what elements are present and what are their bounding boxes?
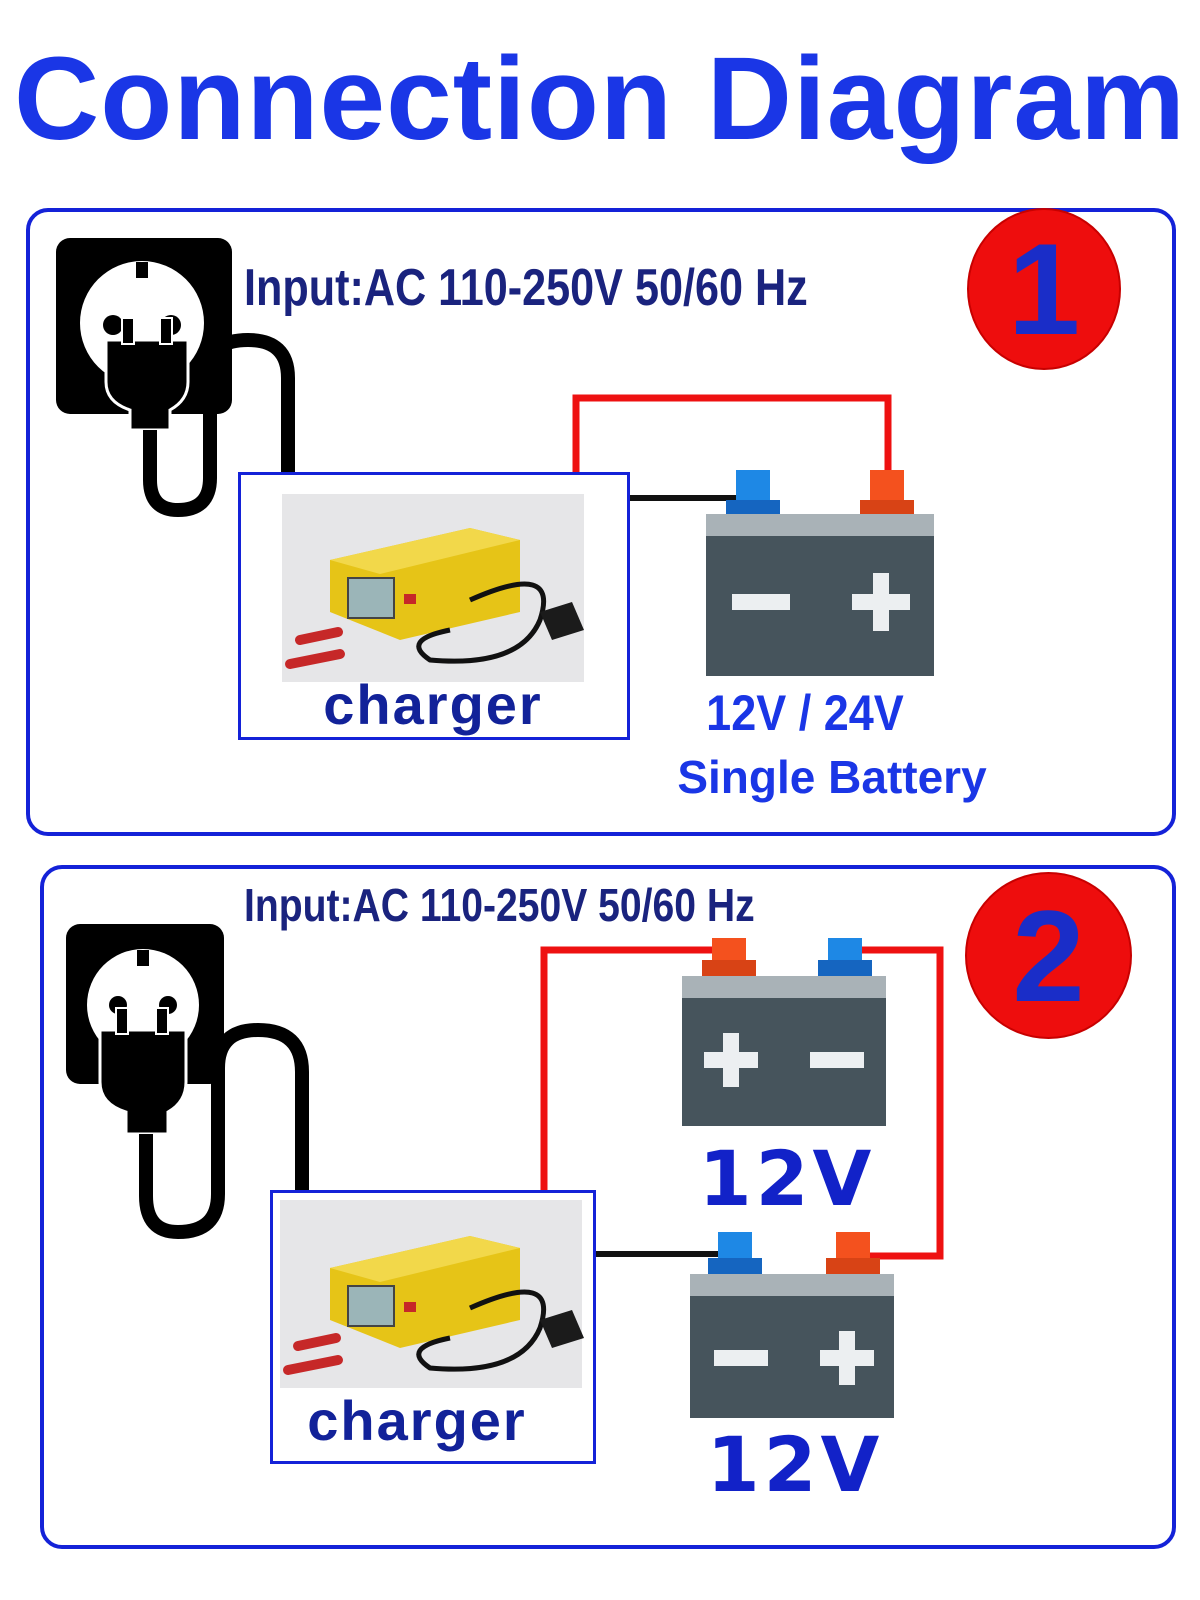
input-spec-label: Input:AC 110-250V 50/60 Hz [244, 259, 808, 317]
charger-label: charger [307, 1389, 527, 1452]
step-badge-1: 1 [967, 208, 1121, 370]
charger-label: charger [323, 673, 543, 736]
battery-caption-label: Single Battery [677, 751, 987, 803]
input-spec-label: Input:AC 110-250V 50/60 Hz [244, 879, 755, 931]
bottom-battery-voltage-label: 12V [706, 1420, 884, 1509]
step-badge-2: 2 [965, 872, 1132, 1039]
page-title: Connection Diagram [14, 33, 1186, 165]
top-battery-voltage-label: 12V [698, 1134, 876, 1223]
battery-voltage-label: 12V / 24V [706, 685, 904, 741]
